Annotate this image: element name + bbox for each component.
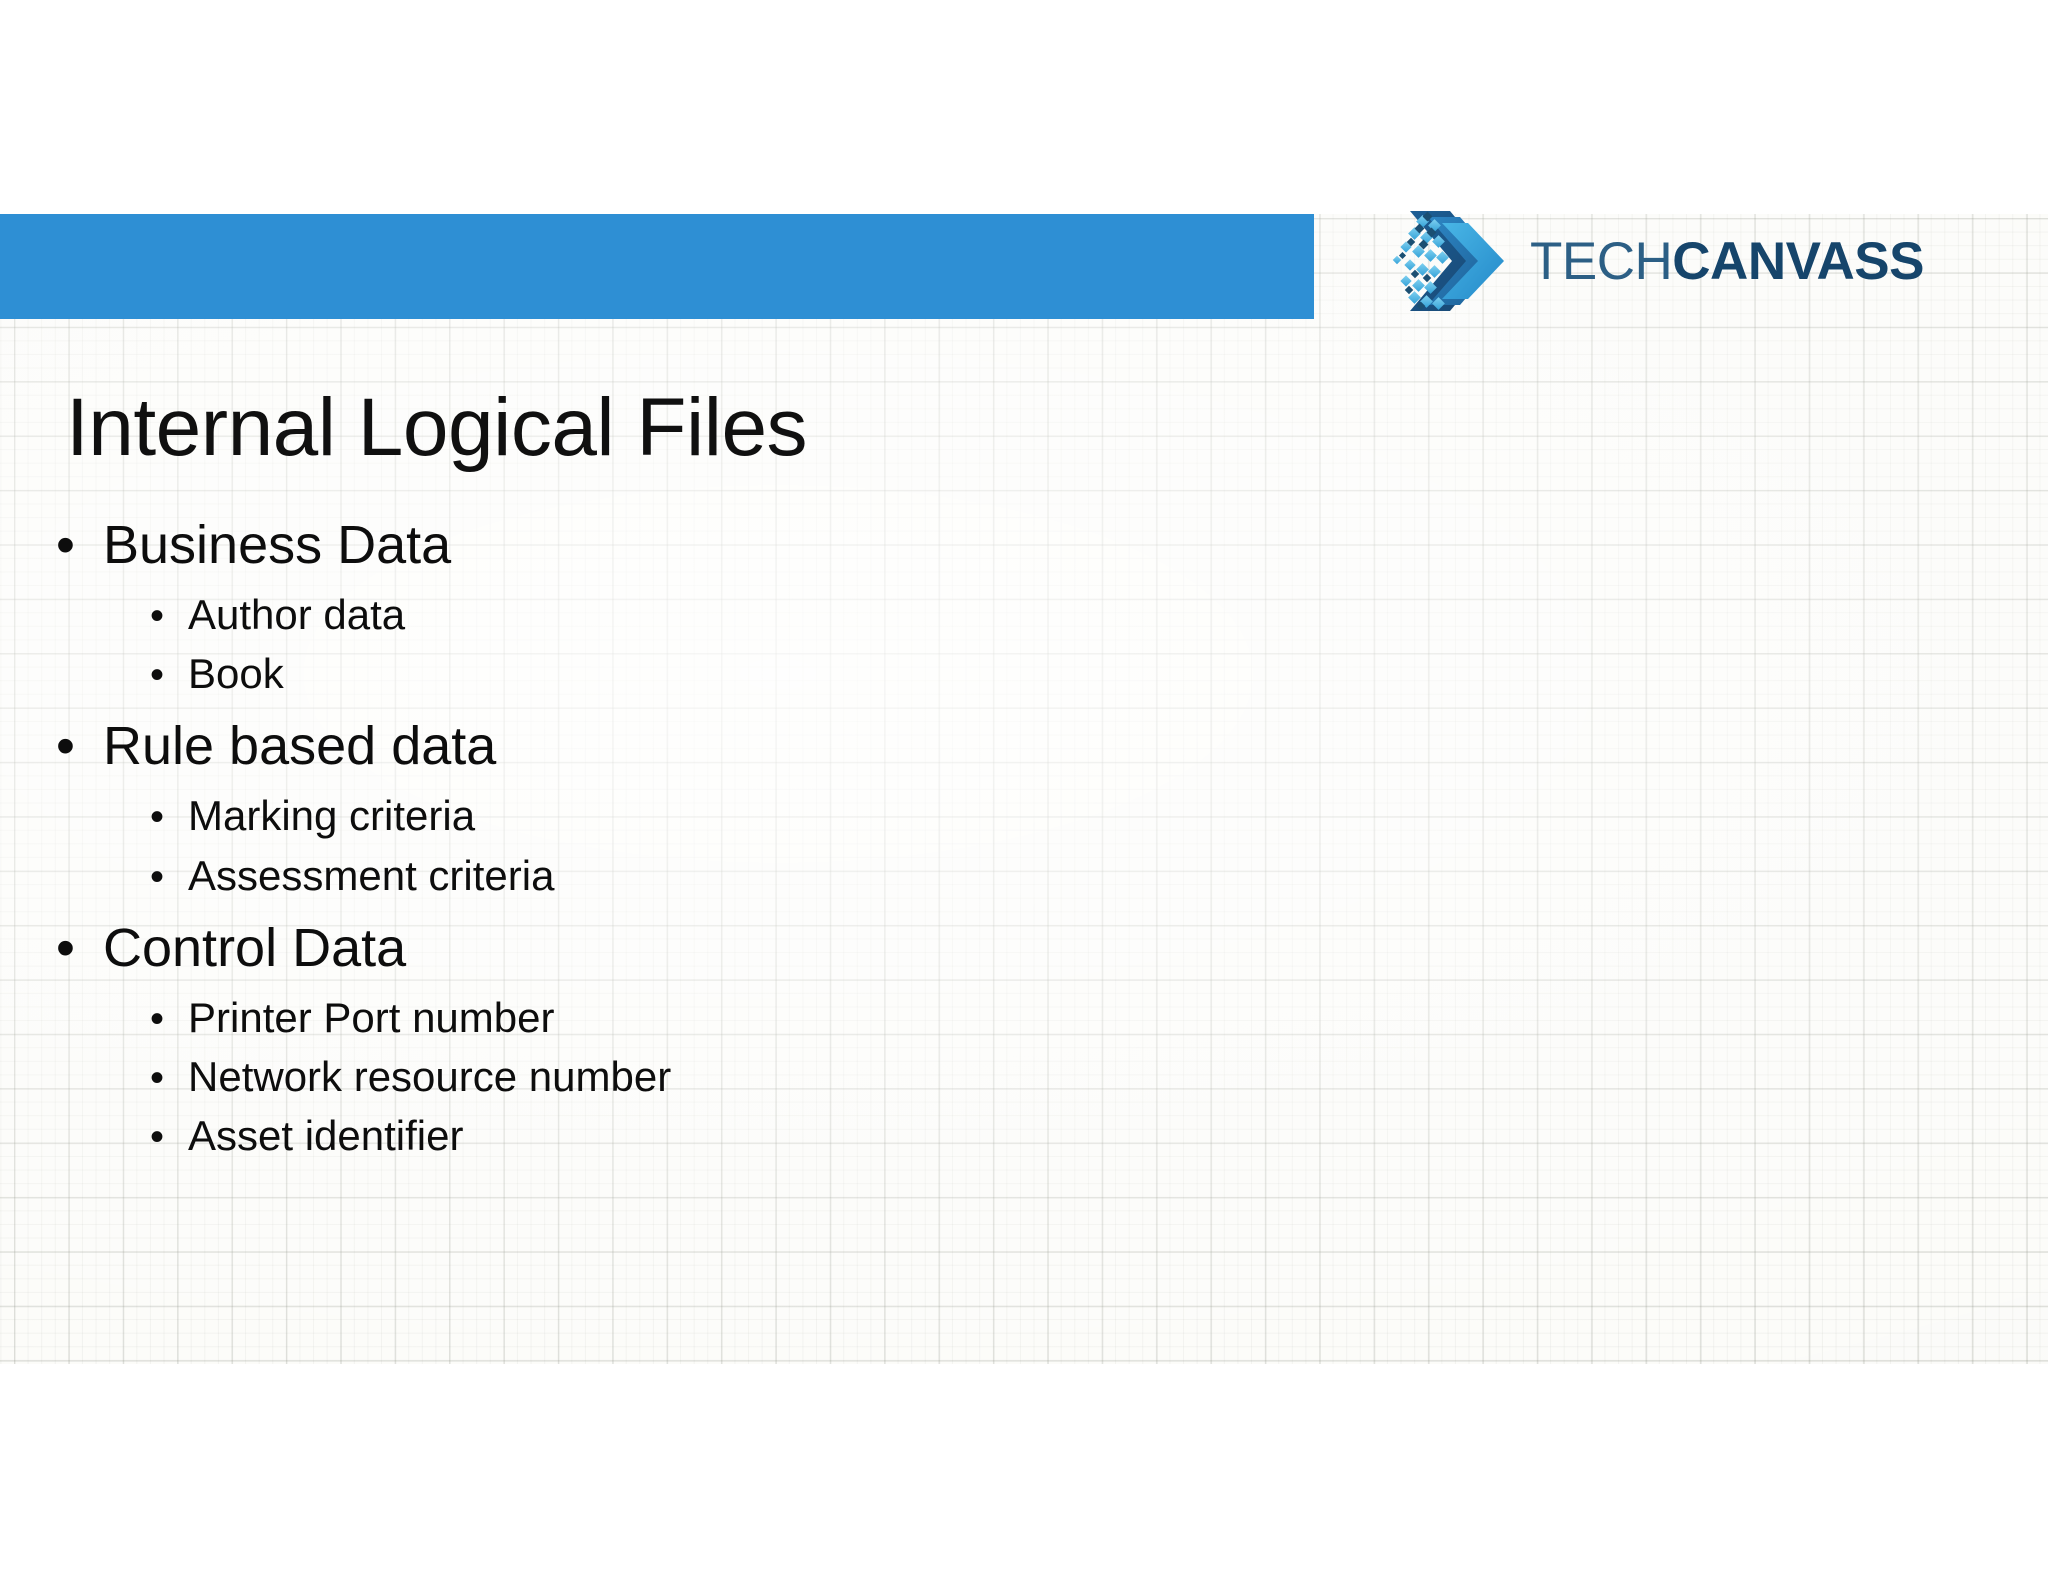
bullet-level2-label: Asset identifier — [188, 1112, 464, 1160]
bullet-marker-icon: • — [150, 854, 165, 899]
bullet-group: • Control Data • Printer Port number • N… — [56, 915, 1306, 1162]
bullet-marker-icon: • — [56, 515, 75, 575]
brand-wordmark: TECHCANVASS — [1530, 235, 1924, 288]
bullet-sublist: • Printer Port number • Network resource… — [56, 992, 1306, 1162]
brand-logo: TECHCANVASS — [1380, 205, 1924, 317]
bullet-level2: • Author data — [56, 589, 1306, 640]
bullet-sublist: • Marking criteria • Assessment criteria — [56, 790, 1306, 900]
bullet-level2-label: Assessment criteria — [188, 851, 555, 899]
bullet-level2: • Marking criteria — [56, 790, 1306, 841]
brand-wordmark-light: TECH — [1530, 231, 1673, 291]
bullet-level2-label: Network resource number — [188, 1053, 672, 1101]
bullet-level2-label: Printer Port number — [188, 993, 555, 1041]
bullet-level2: • Asset identifier — [56, 1110, 1306, 1161]
bullet-level2: • Book — [56, 648, 1306, 699]
bullet-marker-icon: • — [150, 996, 165, 1041]
bullet-marker-icon: • — [150, 795, 165, 840]
bullet-marker-icon: • — [150, 1115, 165, 1160]
header-accent-bar — [0, 214, 1314, 319]
bullet-level2: • Assessment criteria — [56, 850, 1306, 901]
page-title: Internal Logical Files — [66, 381, 808, 473]
bullet-marker-icon: • — [150, 1056, 165, 1101]
bullet-level1-label: Control Data — [103, 917, 407, 978]
bullet-level1: • Rule based data — [56, 713, 1306, 780]
bullet-group: • Business Data • Author data • Book — [56, 512, 1306, 699]
bullet-level2-label: Book — [188, 650, 284, 698]
bullet-level2: • Network resource number — [56, 1051, 1306, 1102]
bullet-group: • Rule based data • Marking criteria • A… — [56, 713, 1306, 900]
content-bullet-list: • Business Data • Author data • Book • R… — [56, 512, 1306, 1162]
bullet-level1: • Control Data — [56, 915, 1306, 982]
techcanvass-chevron-icon — [1392, 211, 1504, 311]
bullet-marker-icon: • — [150, 653, 165, 698]
bullet-sublist: • Author data • Book — [56, 589, 1306, 699]
bullet-level2: • Printer Port number — [56, 992, 1306, 1043]
bullet-marker-icon: • — [56, 917, 75, 978]
bullet-level1: • Business Data — [56, 512, 1306, 579]
bullet-marker-icon: • — [56, 716, 75, 777]
brand-wordmark-bold: CANVASS — [1672, 231, 1924, 291]
bullet-level2-label: Author data — [188, 590, 406, 638]
bullet-marker-icon: • — [150, 593, 165, 638]
bullet-level1-label: Business Data — [103, 515, 452, 575]
bullet-level1-label: Rule based data — [103, 716, 497, 777]
bullet-level2-label: Marking criteria — [188, 792, 476, 840]
